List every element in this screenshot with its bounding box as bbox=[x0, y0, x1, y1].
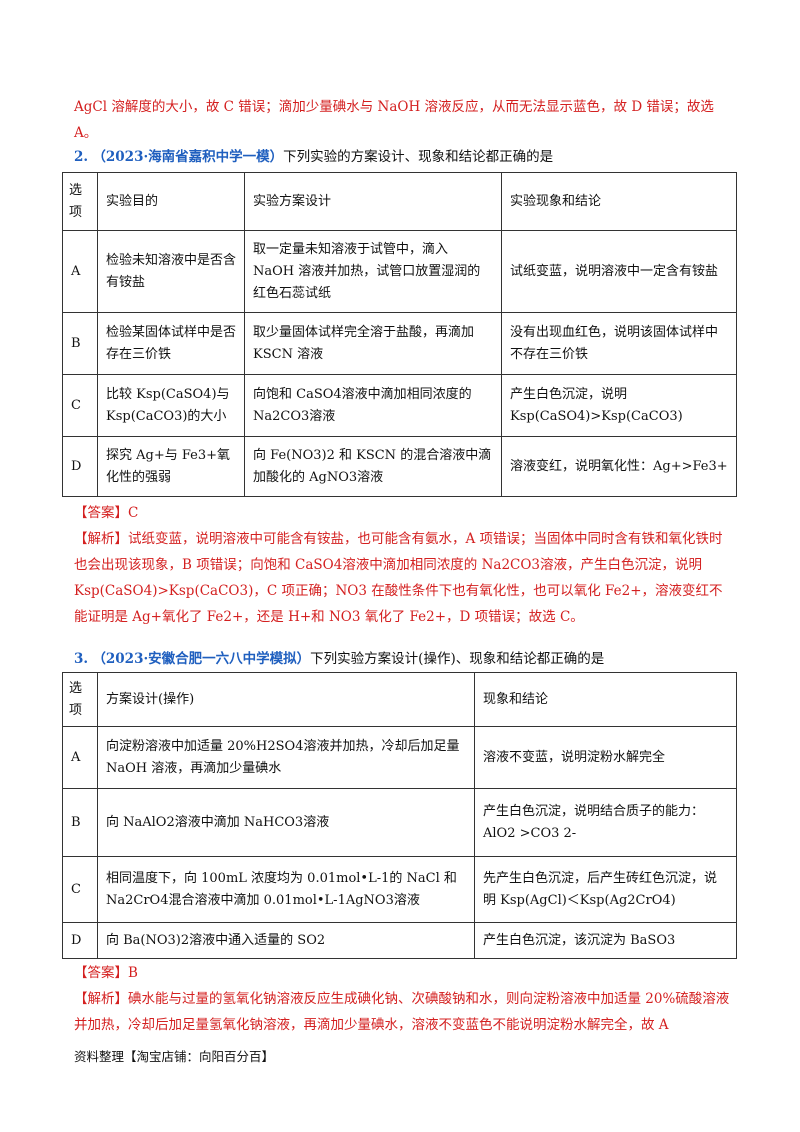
q3-heading: 3. （2023·安徽合肥一六八中学模拟）下列实验方案设计(操作)、现象和结论都… bbox=[74, 648, 604, 670]
q2-source: （2023·海南省嘉积中学一模） bbox=[92, 149, 284, 165]
q3-header-result: 现象和结论 bbox=[474, 672, 737, 727]
q2-answer: 【答案】C bbox=[74, 505, 139, 521]
table-row: D 向 Ba(NO3)2溶液中通入适量的 SO2 产生白色沉淀，该沉淀为 BaS… bbox=[62, 922, 737, 959]
q3-header-option: 选项 bbox=[62, 672, 98, 727]
q2-row-d-design: 向 Fe(NO3)2 和 KSCN 的混合溶液中滴加酸化的 AgNO3溶液 bbox=[244, 436, 502, 497]
q2-row-a-option: A bbox=[62, 230, 98, 313]
table-row: B 向 NaAlO2溶液中滴加 NaHCO3溶液 产生白色沉淀，说明结合质子的能… bbox=[62, 788, 737, 857]
q2-heading: 2. （2023·海南省嘉积中学一模）下列实验的方案设计、现象和结论都正确的是 bbox=[74, 146, 553, 168]
q2-row-c-option: C bbox=[62, 374, 98, 437]
top-analysis-line1: AgCl 溶解度的大小，故 C 错误；滴加少量碘水与 NaOH 溶液反应，从而无… bbox=[74, 99, 714, 115]
q2-header-option: 选项 bbox=[62, 172, 98, 231]
q3-number: 3. bbox=[74, 651, 89, 667]
q3-table-header: 选项 方案设计(操作) 现象和结论 bbox=[62, 672, 737, 727]
q2-stem: 下列实验的方案设计、现象和结论都正确的是 bbox=[283, 149, 554, 165]
page-footer: 资料整理【淘宝店铺：向阳百分百】 bbox=[74, 1049, 275, 1064]
q2-analysis: 【解析】试纸变蓝，说明溶液中可能含有铵盐，也可能含有氨水，A 项错误；当固体中同… bbox=[74, 531, 723, 625]
q2-row-c-purpose: 比较 Ksp(CaSO4)与 Ksp(CaCO3)的大小 bbox=[97, 374, 245, 437]
table-row: B 检验某固体试样中是否存在三价铁 取少量固体试样完全溶于盐酸，再滴加 KSCN… bbox=[62, 312, 737, 375]
q3-row-b-option: B bbox=[62, 788, 98, 857]
top-analysis-line2: A。 bbox=[74, 125, 98, 141]
table-row: C 相同温度下，向 100mL 浓度均为 0.01mol•L-1的 NaCl 和… bbox=[62, 856, 737, 923]
q3-row-d-design: 向 Ba(NO3)2溶液中通入适量的 SO2 bbox=[97, 922, 475, 959]
q3-row-a-option: A bbox=[62, 726, 98, 789]
q2-row-b-design: 取少量固体试样完全溶于盐酸，再滴加 KSCN 溶液 bbox=[244, 312, 502, 375]
q3-row-c-option: C bbox=[62, 856, 98, 923]
table-row: D 探究 Ag+与 Fe3+氧化性的强弱 向 Fe(NO3)2 和 KSCN 的… bbox=[62, 436, 737, 497]
q2-table: 选项 实验目的 实验方案设计 实验现象和结论 A 检验未知溶液中是否含有铵盐 取… bbox=[62, 172, 737, 497]
q3-table: 选项 方案设计(操作) 现象和结论 A 向淀粉溶液中加适量 20%H2SO4溶液… bbox=[62, 672, 737, 959]
q2-row-d-purpose: 探究 Ag+与 Fe3+氧化性的强弱 bbox=[97, 436, 245, 497]
q3-row-a-result: 溶液不变蓝，说明淀粉水解完全 bbox=[474, 726, 737, 789]
q2-header-result: 实验现象和结论 bbox=[501, 172, 737, 231]
q3-stem: 下列实验方案设计(操作)、现象和结论都正确的是 bbox=[310, 651, 605, 667]
q3-row-d-option: D bbox=[62, 922, 98, 959]
table-row: A 向淀粉溶液中加适量 20%H2SO4溶液并加热，冷却后加足量 NaOH 溶液… bbox=[62, 726, 737, 789]
q3-row-c-result: 先产生白色沉淀，后产生砖红色沉淀，说明 Ksp(AgCl)＜Ksp(Ag2CrO… bbox=[474, 856, 737, 923]
q3-header-design: 方案设计(操作) bbox=[97, 672, 475, 727]
q3-answer: 【答案】B bbox=[74, 965, 138, 981]
top-analysis: AgCl 溶解度的大小，故 C 错误；滴加少量碘水与 NaOH 溶液反应，从而无… bbox=[74, 94, 734, 146]
q2-row-d-option: D bbox=[62, 436, 98, 497]
q2-row-c-result: 产生白色沉淀，说明 Ksp(CaSO4)>Ksp(CaCO3) bbox=[501, 374, 737, 437]
q3-source: （2023·安徽合肥一六八中学模拟） bbox=[92, 651, 311, 667]
q2-row-d-result: 溶液变红，说明氧化性：Ag+>Fe3+ bbox=[501, 436, 737, 497]
q2-row-b-option: B bbox=[62, 312, 98, 375]
q2-row-b-result: 没有出现血红色，说明该固体试样中不存在三价铁 bbox=[501, 312, 737, 375]
q2-row-c-design: 向饱和 CaSO4溶液中滴加相同浓度的 Na2CO3溶液 bbox=[244, 374, 502, 437]
table-row: C 比较 Ksp(CaSO4)与 Ksp(CaCO3)的大小 向饱和 CaSO4… bbox=[62, 374, 737, 437]
q3-row-b-result: 产生白色沉淀，说明结合质子的能力：AlO2 >CO3 2- bbox=[474, 788, 737, 857]
q2-row-a-purpose: 检验未知溶液中是否含有铵盐 bbox=[97, 230, 245, 313]
q2-row-b-purpose: 检验某固体试样中是否存在三价铁 bbox=[97, 312, 245, 375]
q3-row-b-design: 向 NaAlO2溶液中滴加 NaHCO3溶液 bbox=[97, 788, 475, 857]
q2-row-a-design: 取一定量未知溶液于试管中，滴入 NaOH 溶液并加热，试管口放置湿润的红色石蕊试… bbox=[244, 230, 502, 313]
q3-analysis: 【解析】碘水能与过量的氢氧化钠溶液反应生成碘化钠、次碘酸钠和水，则向淀粉溶液中加… bbox=[74, 991, 730, 1033]
table-row: A 检验未知溶液中是否含有铵盐 取一定量未知溶液于试管中，滴入 NaOH 溶液并… bbox=[62, 230, 737, 313]
q2-row-a-result: 试纸变蓝，说明溶液中一定含有铵盐 bbox=[501, 230, 737, 313]
q3-row-c-design: 相同温度下，向 100mL 浓度均为 0.01mol•L-1的 NaCl 和 N… bbox=[97, 856, 475, 923]
q2-table-header: 选项 实验目的 实验方案设计 实验现象和结论 bbox=[62, 172, 737, 231]
q3-row-d-result: 产生白色沉淀，该沉淀为 BaSO3 bbox=[474, 922, 737, 959]
q2-header-purpose: 实验目的 bbox=[97, 172, 245, 231]
q2-header-design: 实验方案设计 bbox=[244, 172, 502, 231]
q3-row-a-design: 向淀粉溶液中加适量 20%H2SO4溶液并加热，冷却后加足量 NaOH 溶液，再… bbox=[97, 726, 475, 789]
q2-number: 2. bbox=[74, 149, 89, 165]
